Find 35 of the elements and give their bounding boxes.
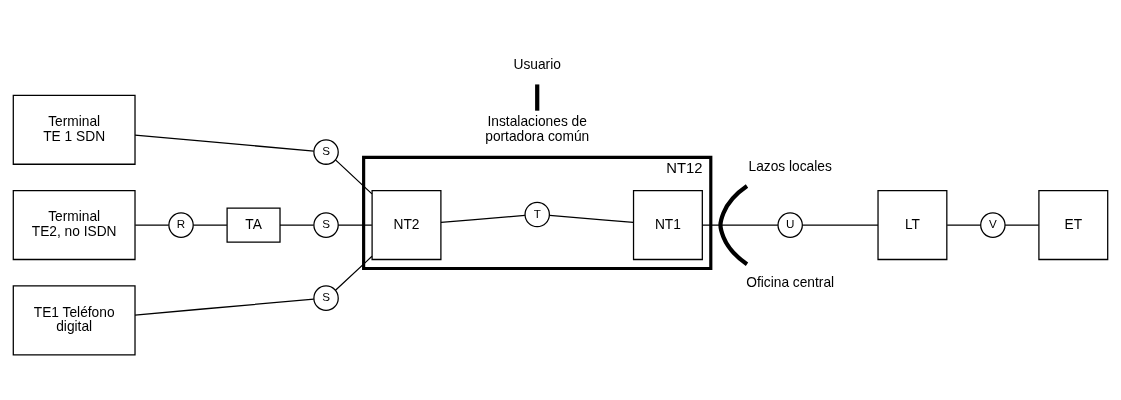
- connector: [134, 134, 315, 152]
- connector: [549, 214, 634, 223]
- node-circle: V: [980, 211, 1006, 238]
- node-circle: S: [313, 284, 339, 311]
- connector: [192, 223, 228, 226]
- node-box: NT1: [632, 189, 703, 260]
- node-circle: R: [168, 211, 194, 238]
- node-box: TE1 Teléfono digital: [12, 284, 136, 355]
- node-box: Terminal TE 1 SDN: [12, 94, 136, 165]
- node-circle: S: [313, 138, 339, 165]
- node-box: Terminal TE2, no ISDN: [12, 189, 136, 260]
- node-text: Lazos locales: [748, 157, 832, 173]
- connector: [802, 223, 879, 226]
- connector: [334, 255, 373, 291]
- node-circle: T: [524, 201, 551, 227]
- connector: [535, 83, 540, 111]
- connector: [134, 223, 170, 226]
- node-text: Oficina central: [746, 274, 835, 290]
- connector: [1004, 223, 1040, 226]
- connector: [718, 183, 749, 266]
- node-circle: S: [313, 211, 339, 238]
- node-box: ET: [1038, 189, 1109, 260]
- node-box: LT: [877, 189, 948, 260]
- connector: [701, 223, 779, 226]
- node-text: Usuario: [513, 56, 561, 72]
- connector: [279, 223, 315, 226]
- node-text: Instalaciones de portadora común: [485, 113, 590, 144]
- node-box: TA: [226, 207, 281, 243]
- node-box: NT2: [371, 189, 442, 260]
- connector: [337, 223, 373, 226]
- connector: [440, 214, 526, 223]
- connector: [946, 223, 982, 226]
- connector: [334, 158, 373, 195]
- connector: [134, 298, 315, 316]
- node-circle: U: [777, 211, 803, 238]
